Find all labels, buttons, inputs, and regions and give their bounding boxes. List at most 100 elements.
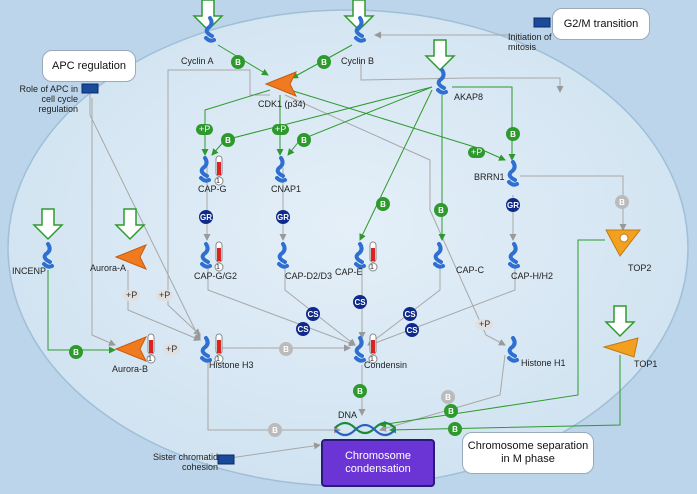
input-arrow-cyclin-b [343, 0, 375, 32]
sister-cohesion-label[interactable]: Sister chromatid cohesion [152, 452, 218, 472]
cap-h-glyph [508, 242, 520, 269]
cyclin-a-label: Cyclin A [181, 56, 214, 66]
thermometers [146, 155, 378, 364]
thermo-cap-e [368, 241, 378, 272]
dna-helix [334, 421, 396, 437]
input-arrow-top1 [604, 305, 636, 338]
aurora-b-glyph [114, 336, 148, 362]
badge-b-top1-dna: B [448, 422, 462, 436]
cap-e-glyph [354, 242, 366, 269]
thermo-condensin [368, 333, 378, 364]
aurora-b-label: Aurora-B [112, 364, 149, 374]
cdk1-label: CDK1 (p34) [258, 99, 306, 109]
cap-e-label: CAP-E [335, 267, 363, 277]
cohesion-link-icon [217, 454, 235, 465]
badge-b-h3-dna: B [268, 423, 282, 437]
g2m-transition-callout[interactable]: G2/M transition [552, 8, 650, 40]
badge-cs-left-lower: CS [296, 322, 310, 336]
input-arrow-aurora-a [114, 208, 146, 241]
top2-label: TOP2 [628, 263, 652, 273]
dna-label: DNA [338, 410, 358, 420]
badge-b-cnap1: B [297, 133, 311, 147]
phospho-h3-aurora-b: +P [163, 344, 181, 355]
input-arrow-cyclin-a [192, 0, 224, 32]
chromosome-separation-callout[interactable]: Chromosome separation in M phase [462, 432, 594, 474]
condensin-label: Condensin [364, 360, 408, 370]
cap-g2-glyph [200, 242, 212, 269]
phospho-brrn1: +P [468, 147, 486, 158]
input-arrow-incenp [32, 208, 64, 241]
histone-h1-label: Histone H1 [521, 358, 566, 368]
aurora-a-label: Aurora-A [90, 263, 127, 273]
thermo-index-aurora-b: 1 [148, 356, 152, 363]
phospho-aurora-a: +P [123, 290, 141, 301]
input-arrows [32, 0, 636, 338]
badge-b-condensin-dna: B [353, 384, 367, 398]
apc-regulation-callout[interactable]: APC regulation [42, 50, 136, 82]
thermo-histone-h3 [214, 333, 224, 364]
phospho-h1: +P [476, 319, 494, 330]
cyclin-a-glyph [204, 16, 216, 43]
cap-d2-glyph [277, 242, 289, 269]
cap-c-label: CAP-C [456, 265, 485, 275]
badge-b-cap-e: B [376, 197, 390, 211]
akap8-label: AKAP8 [454, 92, 484, 102]
histone-h3-glyph [200, 336, 212, 363]
mitosis-link-icon [533, 17, 551, 28]
kinase-glyphs [114, 71, 298, 362]
thermo-index-cap-e: 1 [370, 264, 374, 271]
brrn1-label: BRRN1 [474, 172, 505, 182]
chromosome-condensation-box[interactable]: Chromosome condensation [321, 439, 435, 487]
badge-b-cyclin-b: B [317, 55, 331, 69]
badge-b-incenp: B [69, 345, 83, 359]
cap-g2-label: CAP-G/G2 [194, 271, 238, 281]
badge-b-h1-dna: B [441, 390, 455, 404]
badge-b-cap-c: B [434, 203, 448, 217]
brrn1-glyph [507, 160, 519, 187]
top1-label: TOP1 [634, 359, 658, 369]
thermo-cap-g2 [214, 241, 224, 272]
incenp-label: INCENP [12, 266, 47, 276]
badge-cs-left-upper: CS [306, 307, 320, 321]
aurora-a-glyph [114, 244, 148, 270]
top1-glyph [602, 337, 639, 358]
input-arrow-akap8 [424, 39, 456, 72]
thermo-index-cap-g: 1 [216, 178, 220, 185]
cdk1-glyph [264, 71, 298, 97]
thermo-cap-g [214, 155, 224, 186]
phospho-h3-top: +P [156, 290, 174, 301]
protein-glyphs [42, 16, 520, 363]
badge-gr-cap-g: GR [199, 210, 213, 224]
pathway-link-glyphs [81, 17, 551, 465]
cnap1-label: CNAP1 [271, 184, 302, 194]
badge-gr-brrn1: GR [506, 198, 520, 212]
cap-d2-label: CAP-D2/D3 [285, 271, 333, 281]
histone-h3-label: Histone H3 [209, 360, 254, 370]
topo-glyphs [602, 229, 642, 358]
badge-cs-cap-e: CS [353, 295, 367, 309]
role-apc-label[interactable]: Role of APC in cell cycle regulation [19, 84, 78, 114]
badge-gr-cnap1: GR [276, 210, 290, 224]
badge-b-top2-dna: B [444, 404, 458, 418]
thermo-index-condensin: 1 [370, 356, 374, 363]
apc-link-icon [81, 83, 99, 94]
badge-cs-right-upper: CS [403, 307, 417, 321]
badge-b-h3-condensin: B [279, 342, 293, 356]
cap-g-glyph [199, 156, 211, 183]
incenp-glyph [42, 242, 54, 269]
badge-b-top2: B [615, 195, 629, 209]
phospho-cap-g: +P [196, 124, 214, 135]
condensin-glyph [354, 336, 366, 363]
initiation-mitosis-label[interactable]: Initiation of mitosis [508, 32, 552, 52]
cyclin-b-glyph [354, 16, 366, 43]
badge-b-brrn1: B [506, 127, 520, 141]
badge-cs-right-lower: CS [405, 323, 419, 337]
histone-h1-glyph [507, 336, 519, 363]
akap8-glyph [436, 68, 448, 95]
badge-b-cap-g: B [221, 133, 235, 147]
cap-g-label: CAP-G [198, 184, 227, 194]
thermo-index-cap-g2: 1 [216, 264, 220, 271]
cap-c-glyph [433, 242, 445, 269]
badge-b-cyclin-a: B [231, 55, 245, 69]
